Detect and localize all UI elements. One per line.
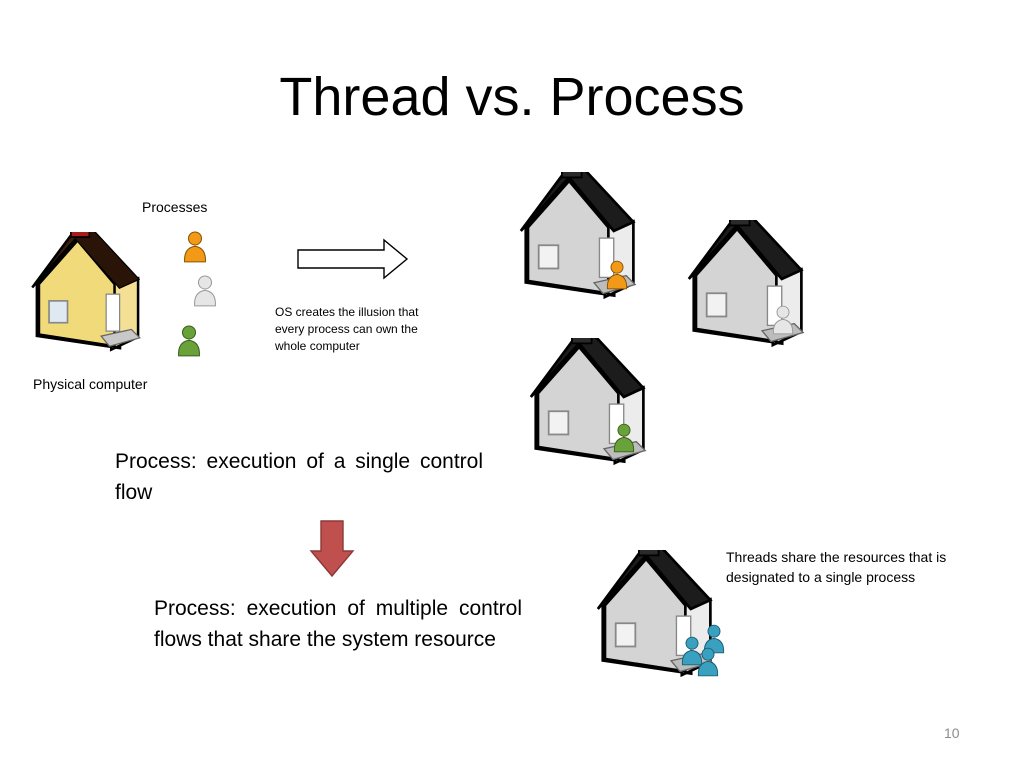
physical-computer-label: Physical computer — [33, 376, 148, 392]
process-single-text: Process: execution of a single control f… — [115, 450, 483, 504]
illusion-note: OS creates the illusion that every proce… — [275, 305, 419, 353]
physical-computer-house-icon — [18, 232, 154, 358]
teal-person-icon — [696, 645, 720, 681]
threads-note: Threads share the resources that is desi… — [726, 549, 947, 585]
white-person-in-door-icon — [771, 302, 795, 340]
green-person-in-door-icon — [612, 420, 636, 458]
slide-title: Thread vs. Process — [279, 67, 745, 127]
red-arrow-down-icon — [309, 520, 355, 578]
orange-person-in-door-icon — [605, 258, 629, 294]
page-number: 10 — [944, 725, 960, 741]
outline-arrow-right-icon — [297, 238, 409, 280]
orange-person-icon — [182, 229, 208, 267]
white-person-icon — [192, 273, 218, 311]
process-multiple-text: Process: execution of multiple control f… — [154, 597, 522, 651]
processes-label: Processes — [142, 199, 208, 215]
green-person-icon — [176, 323, 202, 361]
